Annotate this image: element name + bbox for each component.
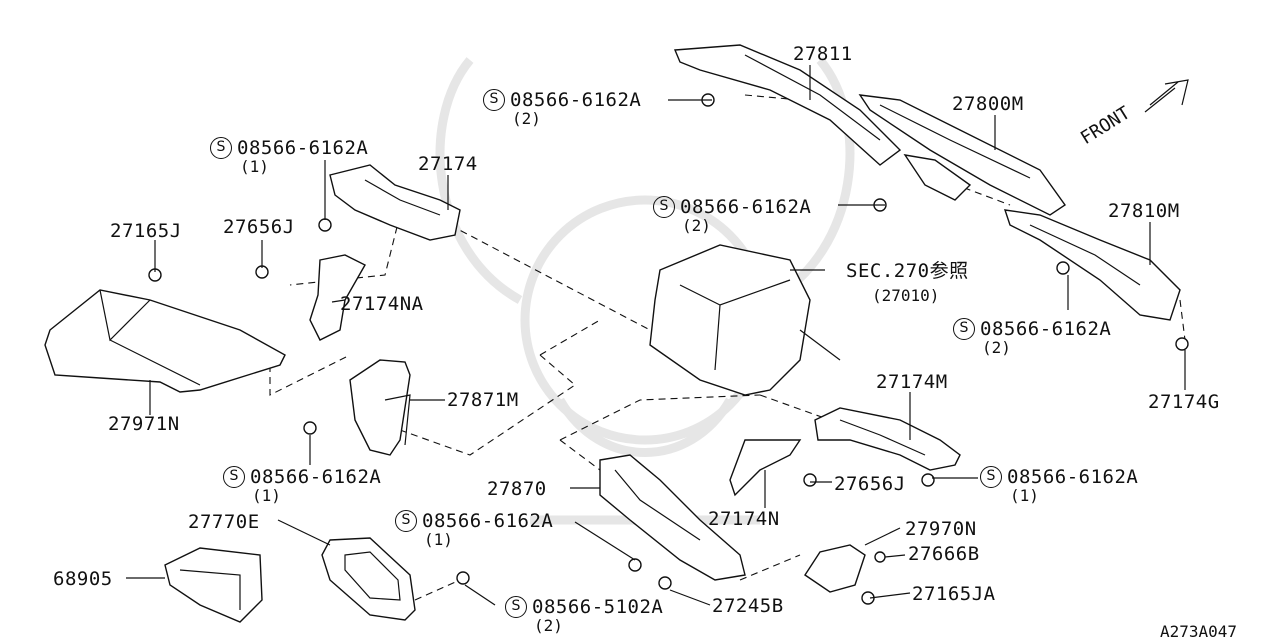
vent-27174m (814, 407, 961, 471)
label-27165j: 27165J (110, 220, 182, 242)
front-arrow-icon (1144, 79, 1189, 113)
screw-symbol-icon: S (210, 137, 232, 159)
label-27174m: 27174M (876, 371, 948, 393)
screw-code-left-lower: 08566-6162A (250, 466, 382, 488)
screw-qty-right: (2) (982, 338, 1011, 357)
bezel-27770e (321, 537, 416, 621)
screw-symbol-icon: S (483, 89, 505, 111)
screw-symbol-icon: S (653, 196, 675, 218)
label-27810m: 27810M (1108, 200, 1180, 222)
label-27656j-right: 27656J (834, 473, 906, 495)
tray-68905 (164, 547, 263, 623)
screw-qty-top: (2) (512, 109, 541, 128)
vent-27174 (329, 164, 461, 241)
diagram-reference-code: A273A047 (1160, 622, 1238, 641)
screw-code-right-lower: 08566-6162A (1007, 466, 1139, 488)
label-sec270: SEC.270参照 (846, 260, 969, 282)
screw-code-right: 08566-6162A (980, 318, 1112, 340)
label-27666b: 27666B (908, 543, 980, 565)
screw-symbol-icon: S (953, 318, 975, 340)
assembly-lines (269, 94, 1186, 601)
duct-27810m (1003, 209, 1181, 321)
label-27174n: 27174N (708, 508, 780, 530)
screw-symbol-icon: S (980, 466, 1002, 488)
screw-code-bottom: 08566-5102A (532, 596, 664, 618)
screw-symbol-icon: S (223, 466, 245, 488)
label-27870: 27870 (487, 478, 547, 500)
duct-27811 (673, 44, 902, 166)
label-27656j-left: 27656J (223, 216, 295, 238)
label-27800m: 27800M (952, 93, 1024, 115)
screw-qty-upper-left: (1) (240, 157, 269, 176)
label-27871m: 27871M (447, 389, 519, 411)
label-27174: 27174 (418, 153, 478, 175)
label-sec270-sub: (27010) (872, 286, 940, 305)
screw-code-upper-left: 08566-6162A (237, 137, 369, 159)
duct-27870 (599, 454, 746, 581)
connector-27871m (349, 359, 411, 456)
label-27971n: 27971N (108, 413, 180, 435)
label-27970n: 27970N (905, 518, 977, 540)
screw-qty-bottom-center: (1) (424, 530, 453, 549)
bracket-27174na (309, 254, 366, 341)
label-27174na: 27174NA (340, 293, 424, 315)
screw-symbol-icon: S (395, 510, 417, 532)
bracket-27174n (729, 439, 802, 497)
screw-qty-right-lower: (1) (1010, 486, 1039, 505)
screw-code-mid-center: 08566-6162A (680, 196, 812, 218)
screw-qty-mid-center: (2) (682, 216, 711, 235)
label-68905: 68905 (53, 568, 113, 590)
label-27811: 27811 (793, 43, 853, 65)
screw-code-bottom-center: 08566-6162A (422, 510, 554, 532)
label-27245b: 27245B (712, 595, 784, 617)
screw-symbol-icon: S (505, 596, 527, 618)
label-27165ja: 27165JA (912, 583, 996, 605)
screw-qty-left-lower: (1) (252, 486, 281, 505)
heater-unit (649, 244, 841, 396)
nozzle-27970n (804, 544, 866, 593)
label-27770e: 27770E (188, 511, 260, 533)
leader-lines (126, 65, 1186, 606)
duct-27800m (858, 94, 1066, 216)
screw-qty-bottom: (2) (534, 616, 563, 635)
label-27174g: 27174G (1148, 391, 1220, 413)
duct-27971n (44, 289, 286, 393)
screw-code-top: 08566-6162A (510, 89, 642, 111)
